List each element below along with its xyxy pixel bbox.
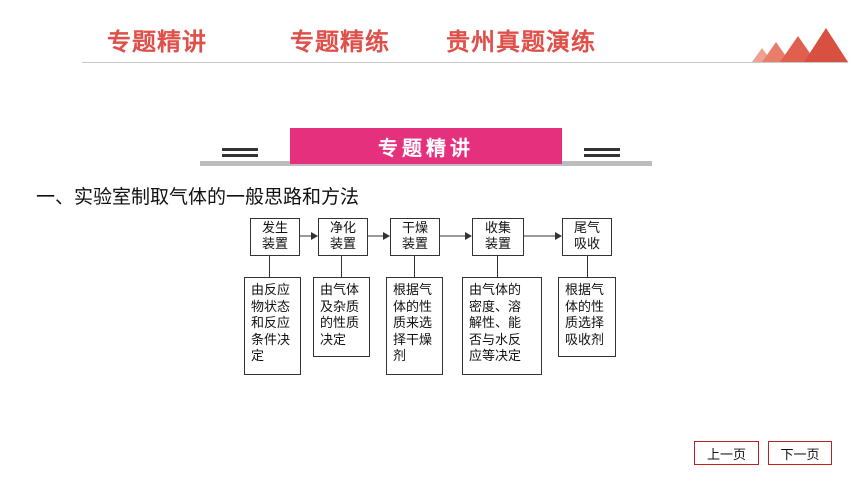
- flow-connector: [269, 256, 270, 277]
- flow-connector: [497, 256, 498, 277]
- banner-title: 专题精讲: [378, 135, 474, 160]
- prev-page-button[interactable]: 上一页: [694, 441, 759, 465]
- flow-desc-exhaust: 根据气 体的性 质选择 吸收剂: [558, 277, 616, 357]
- flow-node-collector: 收集 装置: [472, 218, 524, 256]
- flow-desc-purifier: 由气体 及杂质 的性质 决定: [313, 277, 370, 357]
- banner-dash-left-2: [222, 154, 258, 157]
- flow-arrow-icon: [300, 232, 318, 240]
- banner-dash-right: [584, 148, 620, 151]
- flow-arrow-icon: [440, 232, 472, 240]
- flow-connector: [341, 256, 342, 277]
- flow-desc-collector: 由气体的 密度、溶 解性、能 否与水反 应等决定: [462, 277, 542, 375]
- flow-connector: [587, 256, 588, 277]
- section-heading: 一、实验室制取气体的一般思路和方法: [36, 186, 360, 208]
- flow-connector: [414, 256, 415, 277]
- flow-node-purifier: 净化 装置: [318, 218, 368, 256]
- tab-zhuanti-jinglian[interactable]: 专题精练: [290, 27, 390, 56]
- banner-title-box: 专题精讲: [290, 128, 562, 164]
- section-banner: 专题精讲: [200, 128, 652, 168]
- tab-zhuanti-jingjiang[interactable]: 专题精讲: [107, 27, 207, 56]
- banner-dash-right-2: [584, 154, 620, 157]
- flow-arrow-icon: [524, 232, 562, 240]
- flow-desc-dryer: 根据气 体的性 质来选 择干燥 剂: [386, 277, 443, 375]
- flow-node-exhaust: 尾气 吸收: [562, 218, 612, 256]
- next-page-button[interactable]: 下一页: [768, 441, 832, 465]
- flow-arrow-icon: [368, 232, 390, 240]
- banner-dash-left: [222, 148, 258, 151]
- decorative-triangles-icon: [752, 28, 848, 62]
- header-divider: [82, 62, 848, 63]
- flow-desc-generator: 由反应 物状态 和反应 条件决 定: [244, 277, 301, 375]
- flow-node-generator: 发生 装置: [250, 218, 300, 256]
- tab-guizhou-zhenti[interactable]: 贵州真题演练: [446, 27, 596, 56]
- flow-node-dryer: 干燥 装置: [390, 218, 440, 256]
